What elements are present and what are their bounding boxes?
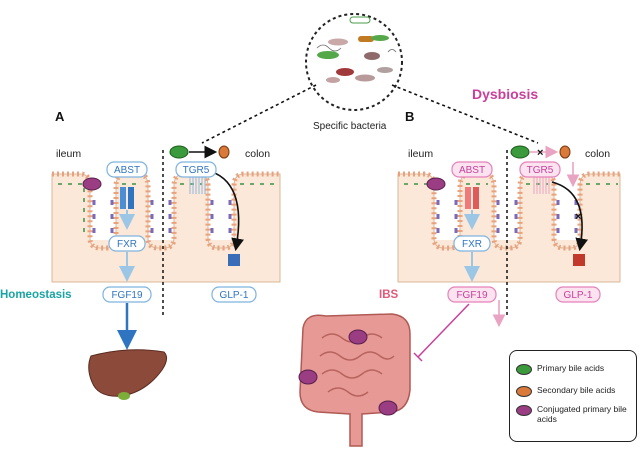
panel-b-letter: B	[405, 109, 414, 124]
intestine-organ-icon	[298, 313, 411, 447]
tgr5-receptor-b-icon	[533, 176, 550, 194]
fxr-label-a: FXR	[117, 239, 137, 250]
link-line-b	[391, 84, 539, 144]
legend-item-conjugated: Conjugated primary bile acids	[510, 404, 632, 424]
glp1-label-a: GLP-1	[220, 290, 249, 301]
inhibition-bar	[413, 352, 423, 362]
homeostasis-label: Homeostasis	[0, 289, 72, 301]
secondary-bile-acid-b-icon	[559, 145, 571, 159]
primary-bile-acid-a-icon	[169, 145, 189, 159]
colon-label-b: colon	[585, 148, 610, 160]
blocked-conversion-icon: ×	[537, 147, 543, 159]
glp1-label-b: GLP-1	[564, 290, 593, 301]
ibs-label: IBS	[379, 289, 399, 301]
legend-label-conjugated: Conjugated primary bile acids	[537, 404, 627, 424]
dysbiosis-label: Dysbiosis	[472, 86, 538, 102]
legend-label-secondary: Secondary bile acids	[537, 385, 616, 395]
colon-label-a: colon	[245, 148, 270, 160]
bacteria-cluster-icon	[305, 13, 403, 111]
conjugated-bile-acid-a-icon	[82, 177, 102, 191]
secondary-bile-acid-legend-icon	[516, 386, 532, 397]
blocked-glp1-icon: ×	[575, 211, 581, 223]
bacteria-label: Specific bacteria	[313, 121, 387, 132]
fgf19-label-a: FGF19	[111, 290, 143, 301]
tgr5-label-b-box	[519, 161, 561, 178]
abst-transporter-a-icon	[120, 187, 134, 209]
glp1-cell-a-icon	[228, 254, 240, 266]
intestine-wall-b	[397, 171, 621, 283]
fxr-label-b: FXR	[462, 239, 482, 250]
fxr-label-b-box	[453, 235, 491, 252]
tgr5-label-a: TGR5	[183, 165, 210, 176]
fgf19-inhibition-line	[417, 303, 470, 358]
intestine-wall-a	[51, 171, 281, 283]
secondary-bile-acid-a-icon	[218, 145, 230, 159]
primary-bile-acid-legend-icon	[516, 364, 532, 375]
abst-label-b-box	[451, 161, 493, 178]
legend-item-primary: Primary bile acids	[510, 363, 604, 375]
abst-label-a-box	[106, 161, 148, 178]
abst-transporter-b-icon	[465, 187, 479, 209]
legend-label-primary: Primary bile acids	[537, 363, 605, 373]
abst-label-b: ABST	[459, 165, 485, 176]
link-line-a	[201, 84, 317, 144]
fgf19-label-a-box	[102, 286, 152, 303]
glp1-label-b-box	[555, 286, 601, 303]
legend-item-secondary: Secondary bile acids	[510, 385, 615, 397]
glp1-cell-b-icon	[573, 254, 585, 266]
legend: Primary bile acids Secondary bile acids …	[509, 350, 637, 442]
liver-icon	[88, 349, 168, 400]
tgr5-label-b: TGR5	[527, 165, 554, 176]
fxr-label-a-box	[108, 235, 146, 252]
conjugated-bile-acid-b-icon	[426, 177, 446, 191]
abst-label-a: ABST	[114, 165, 140, 176]
ileum-label-a: ileum	[56, 148, 81, 160]
conjugated-bile-acid-legend-icon	[516, 405, 532, 416]
ileum-label-b: ileum	[408, 148, 433, 160]
fgf19-label-b-box	[447, 286, 497, 303]
tgr5-glp1-arrow-b	[551, 181, 588, 252]
tgr5-label-a-box	[175, 161, 217, 178]
panel-a-letter: A	[55, 109, 65, 124]
glp1-label-a-box	[211, 286, 257, 303]
fgf19-label-b: FGF19	[456, 290, 488, 301]
tgr5-receptor-a-icon	[189, 176, 206, 194]
primary-bile-acid-b-icon	[510, 145, 530, 159]
